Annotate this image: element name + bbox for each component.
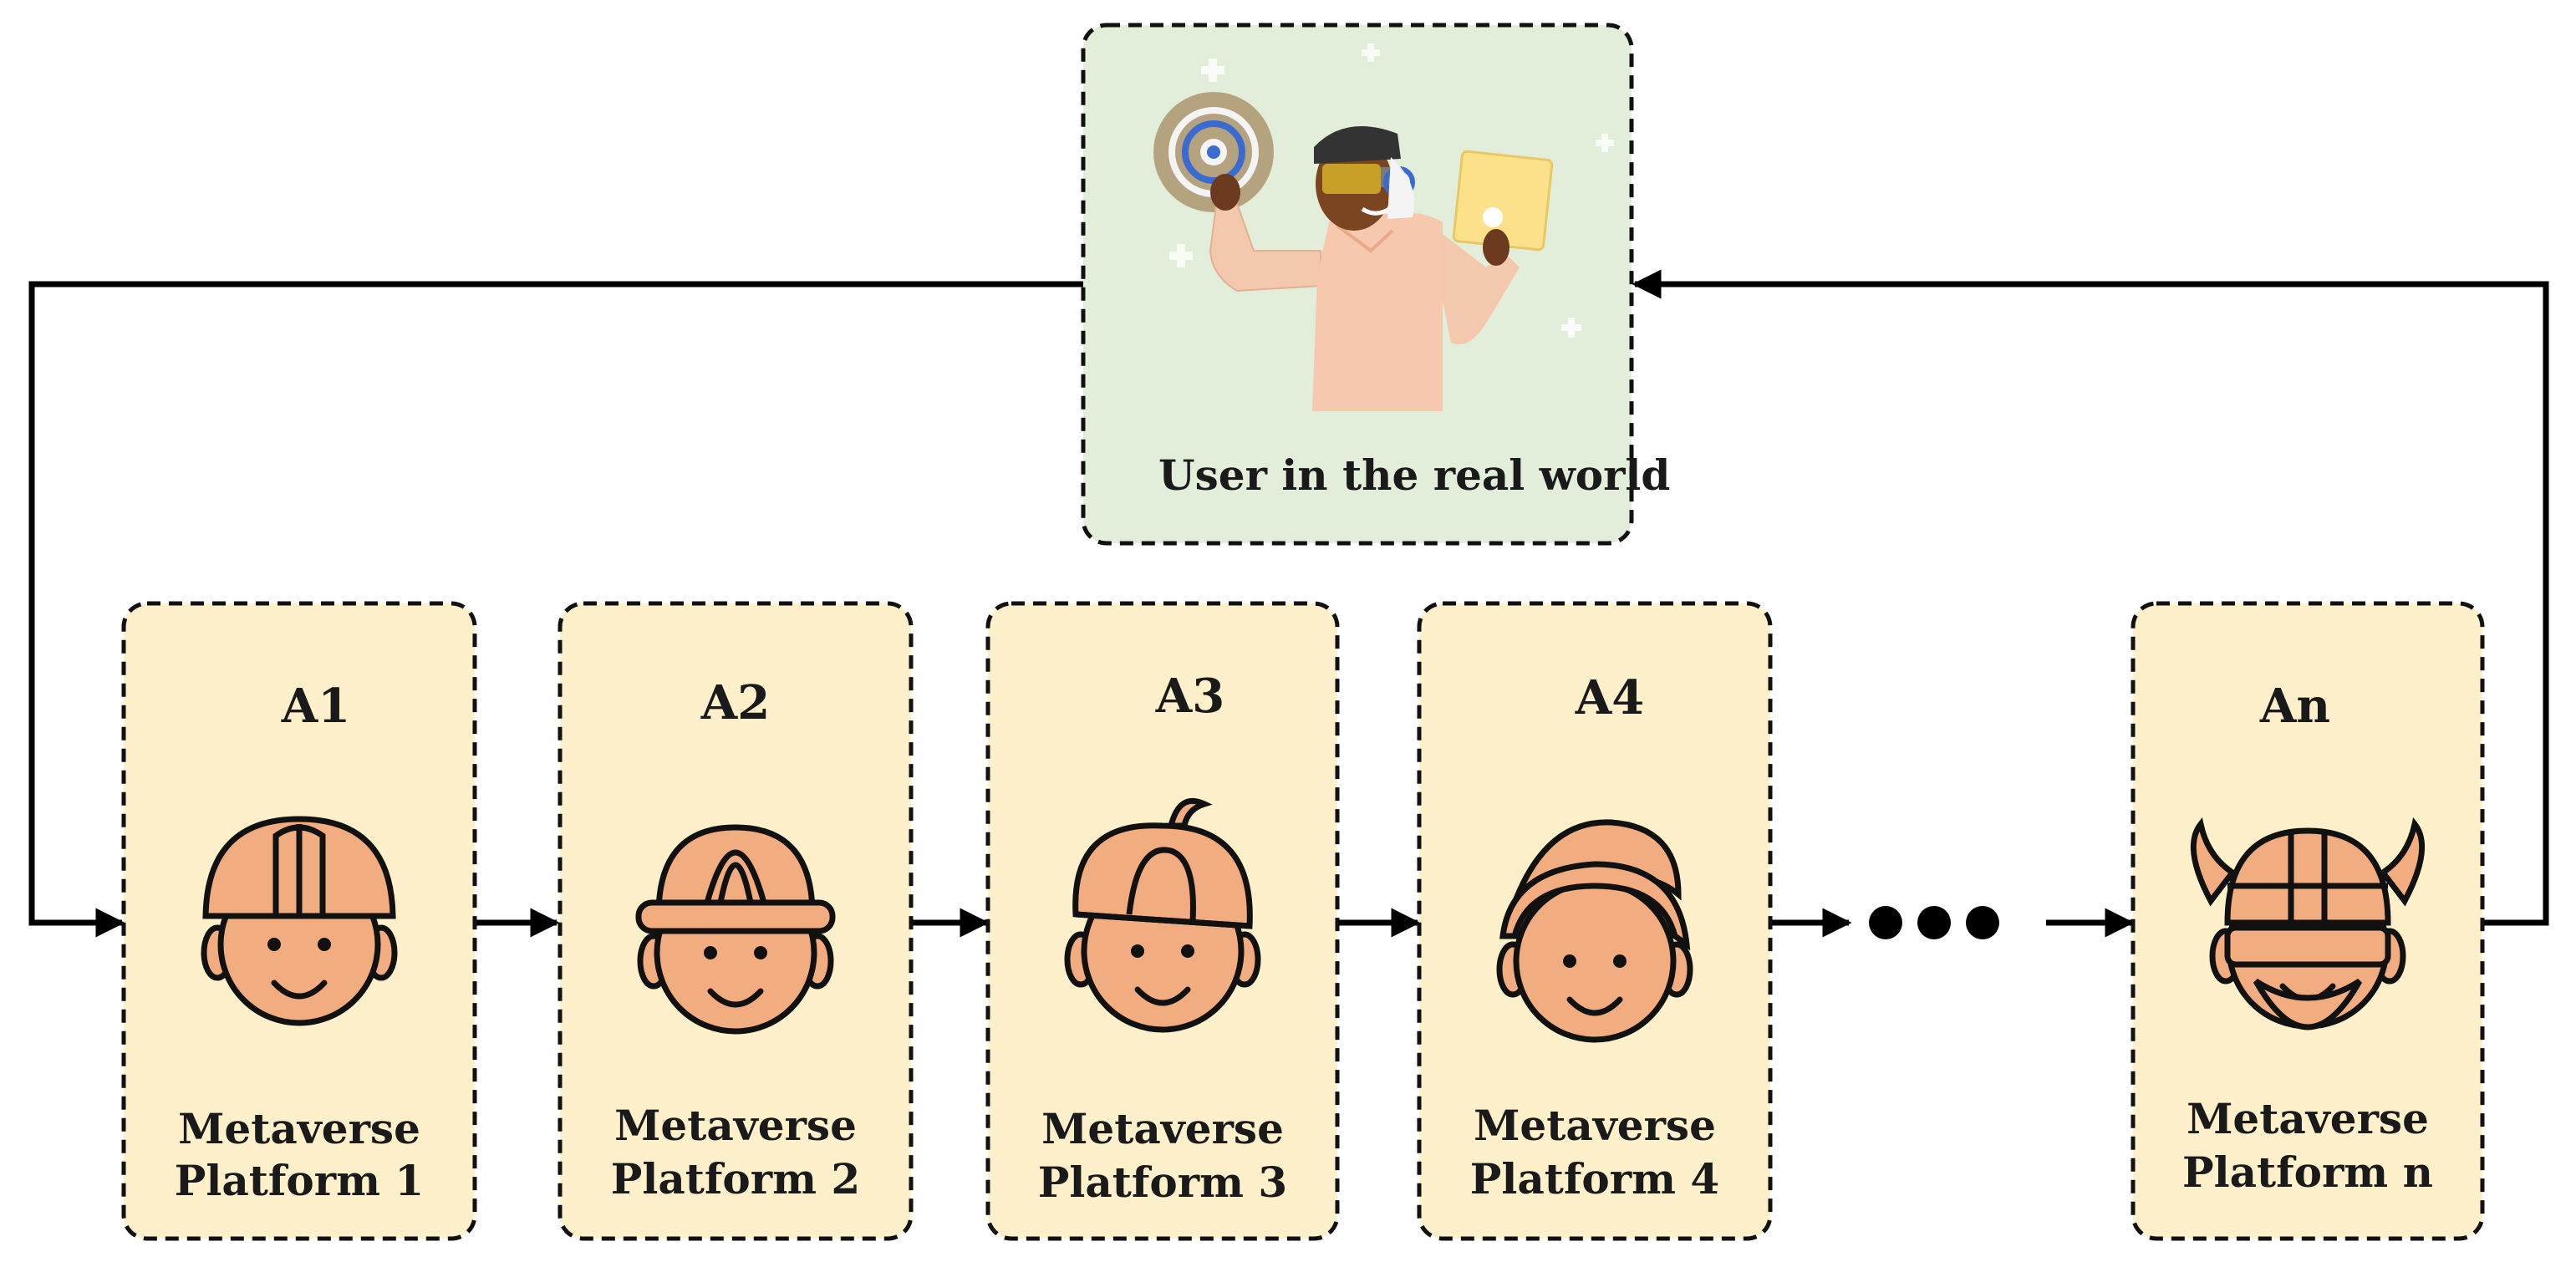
helmet-face-icon <box>201 816 398 1026</box>
platform-name-line2: Platform 1 <box>175 1156 424 1205</box>
platform-name-line2: Platform 3 <box>1038 1158 1287 1207</box>
beanie-face-icon <box>1064 797 1261 1033</box>
platform-name-line2: Platform n <box>2182 1148 2433 1197</box>
sparkle-icons <box>1169 43 1614 338</box>
vr-user-illustration <box>1153 92 1554 411</box>
agent-id-label: A2 <box>700 675 770 730</box>
platform-name-line1: Metaverse <box>2187 1094 2429 1143</box>
platform-name-line1: Metaverse <box>178 1104 420 1153</box>
platform-name-line2: Platform 2 <box>611 1154 860 1203</box>
agent-id-label: A3 <box>1155 669 1224 724</box>
agent-id-label: A4 <box>1575 670 1644 725</box>
platform-name-line1: Metaverse <box>1041 1104 1284 1153</box>
viking-face-icon <box>2190 817 2426 1030</box>
agent-id-label: A1 <box>281 679 350 734</box>
user-box: User in the real world <box>1081 23 1670 546</box>
left-loop-line <box>28 281 1083 938</box>
hardhat-face-icon <box>635 824 836 1035</box>
turban-face-icon <box>1496 819 1693 1043</box>
loop-connectors <box>28 269 2549 938</box>
platform-name-line2: Platform 4 <box>1470 1154 1719 1203</box>
platform-name-line1: Metaverse <box>614 1101 857 1150</box>
user-box-label: User in the real world <box>1158 450 1670 500</box>
agent-id-label: An <box>2259 679 2330 734</box>
right-loop-line <box>1632 269 2549 926</box>
platform-name-line1: Metaverse <box>1474 1101 1716 1150</box>
ellipsis-dots <box>1869 906 1999 939</box>
